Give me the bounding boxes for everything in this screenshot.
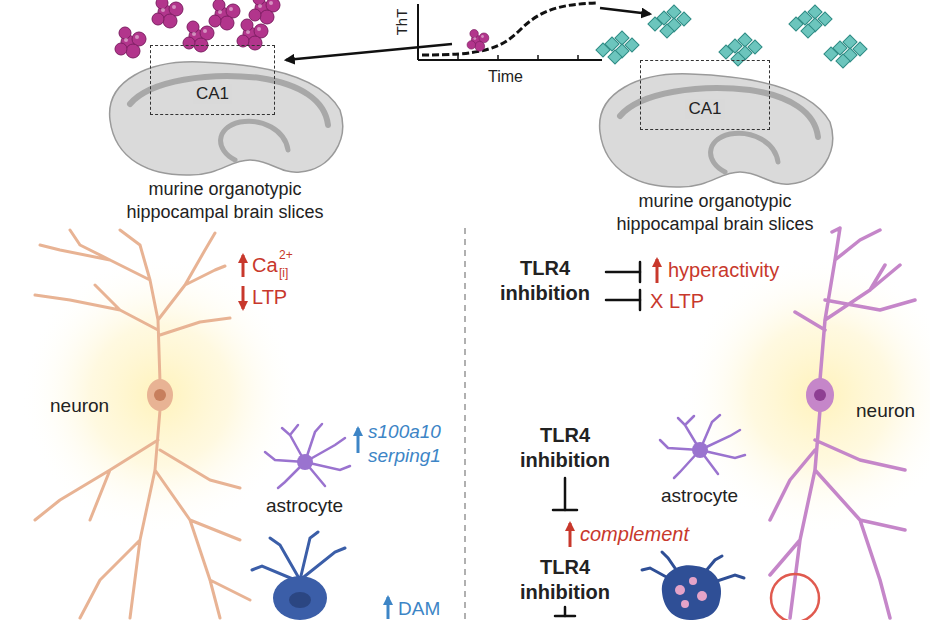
oligomers	[115, 0, 280, 58]
cell-label: astrocyte	[661, 484, 738, 507]
hippocampal-slice	[110, 62, 343, 175]
neuron-dendrites	[35, 230, 250, 618]
up-arrow	[242, 255, 245, 277]
up-arrow	[569, 523, 572, 547]
engulfed-material	[675, 577, 707, 608]
effect-label: complement	[580, 522, 689, 546]
cell-label: astrocyte	[266, 494, 343, 517]
axis-label: ThT	[393, 9, 411, 36]
cell-label: neuron	[856, 399, 915, 422]
neuron-nucleus	[154, 389, 166, 401]
fibrils	[596, 5, 867, 68]
up-arrow	[387, 597, 390, 619]
highlight-circle	[771, 574, 819, 620]
astrocyte-body	[692, 442, 708, 458]
region-label: CA1	[193, 84, 232, 104]
superscript: 2+	[279, 248, 293, 262]
effect-label: hyperactivity	[668, 258, 779, 282]
cell-label: neuron	[50, 394, 109, 417]
region-label: CA1	[685, 99, 724, 119]
neuron-soma	[147, 379, 173, 411]
neuron-nucleus	[814, 389, 826, 401]
region-box: CA1	[640, 60, 770, 130]
microglia-nucleus	[289, 592, 311, 608]
astrocyte-processes	[660, 415, 745, 478]
caption-text: murine organotypic hippocampal brain sli…	[595, 190, 835, 236]
effect-label: LTP	[252, 285, 287, 309]
up-arrow	[357, 428, 360, 453]
region-box: CA1	[150, 45, 275, 115]
down-arrow	[242, 286, 245, 309]
microglia-body	[273, 576, 327, 620]
astrocyte-processes	[265, 424, 350, 488]
microglia-processes	[252, 532, 345, 582]
divider	[464, 228, 466, 620]
hippocampal-slice	[600, 74, 833, 187]
neuron-glow	[20, 255, 300, 535]
microglia-body	[662, 565, 721, 620]
treatment-label: TLR4 inhibition	[510, 423, 620, 473]
subscript: [i]	[279, 266, 288, 280]
treatment-label: TLR4 inhibition	[510, 555, 620, 605]
gene-label: DAM	[398, 597, 440, 620]
caption-text: murine organotypic hippocampal brain sli…	[105, 178, 345, 224]
ion-label: Ca	[252, 253, 278, 277]
tht-chart	[286, 3, 650, 60]
neuron-soma	[806, 378, 834, 412]
effect-label: X LTP	[650, 289, 704, 313]
neuron-dendrites	[770, 228, 915, 618]
treatment-label: TLR4 inhibition	[490, 256, 600, 306]
up-arrow	[656, 259, 659, 283]
gene-label: s100a10 serping1	[368, 420, 468, 468]
astrocyte-body	[297, 454, 313, 470]
axis-label: Time	[488, 67, 523, 86]
